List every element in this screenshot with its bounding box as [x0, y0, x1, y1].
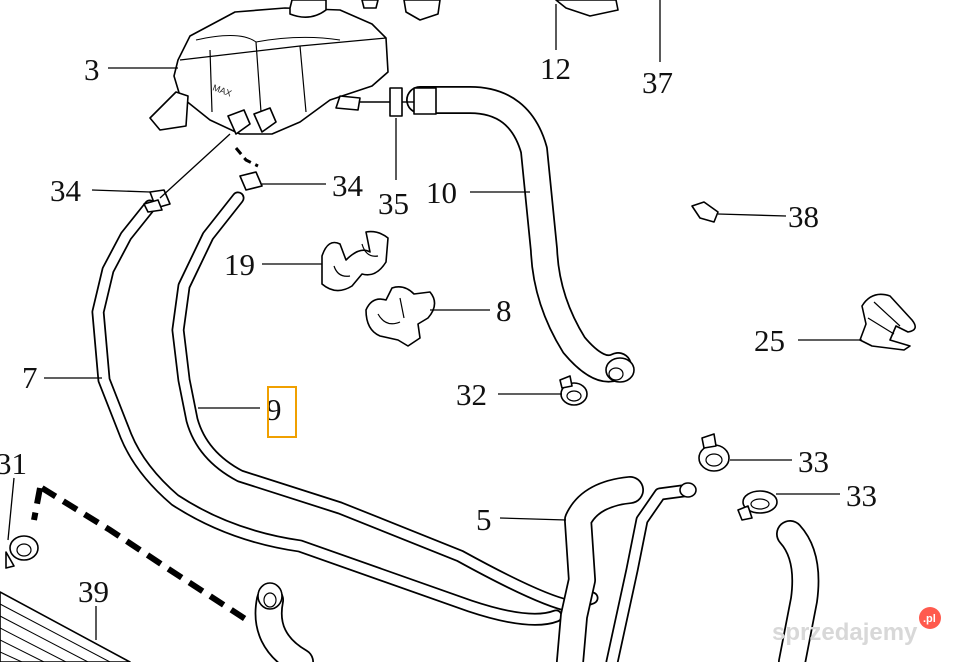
callout-7: 7: [22, 360, 38, 395]
callout-34-right: 34: [332, 168, 364, 203]
watermark-badge-icon: [919, 607, 941, 629]
expansion-tank: MAX: [149, 0, 389, 135]
watermark-badge-text: .pl: [923, 613, 936, 625]
clip-38: [691, 201, 719, 223]
callout-35: 35: [378, 186, 409, 221]
clamp-34-left: [143, 189, 171, 213]
clip-8: [365, 286, 436, 347]
connector-35: [360, 87, 414, 117]
callout-9-highlight-box: [267, 386, 297, 438]
callout-38: 38: [788, 199, 819, 234]
clamp-32: [559, 375, 588, 406]
callout-33-upper: 33: [798, 444, 829, 479]
clip-31: [5, 535, 39, 569]
radiator: [0, 591, 131, 663]
callout-32: 32: [456, 377, 487, 412]
watermark: sprzedajemy .pl: [772, 607, 941, 646]
callout-25: 25: [754, 323, 785, 358]
hose-9: [171, 191, 599, 613]
hose-10: [406, 86, 635, 383]
callout-31: 31: [0, 446, 27, 481]
callout-19: 19: [224, 247, 255, 282]
hose-7: [91, 199, 563, 626]
bracket-25: [859, 293, 916, 351]
hose-5: [556, 476, 697, 667]
callout-5: 5: [476, 502, 492, 537]
top-partial-parts: [403, 0, 619, 21]
hose-lower-right: [776, 520, 820, 667]
callout-33-lower: 33: [846, 478, 877, 513]
clamp-33-lower: [737, 490, 778, 521]
callout-12: 12: [540, 51, 571, 86]
callout-37: 37: [642, 65, 673, 100]
dashed-routing-lines: [31, 147, 259, 625]
callout-9: 9: [266, 392, 282, 427]
callout-3: 3: [84, 52, 100, 87]
callout-labels: 3 12 37 34 34 35 10 38 19 8 25 7 32 9 31…: [0, 51, 877, 609]
clip-19: [321, 230, 389, 292]
clamp-34-right: [239, 171, 263, 191]
clamp-33-upper: [698, 433, 730, 472]
callout-39: 39: [78, 574, 109, 609]
hose-bottom-port: [254, 582, 314, 667]
callout-8: 8: [496, 293, 512, 328]
leader-lines: [7, 0, 862, 640]
callout-10: 10: [426, 175, 457, 210]
watermark-text: sprzedajemy: [772, 619, 918, 646]
callout-34-left: 34: [50, 173, 82, 208]
